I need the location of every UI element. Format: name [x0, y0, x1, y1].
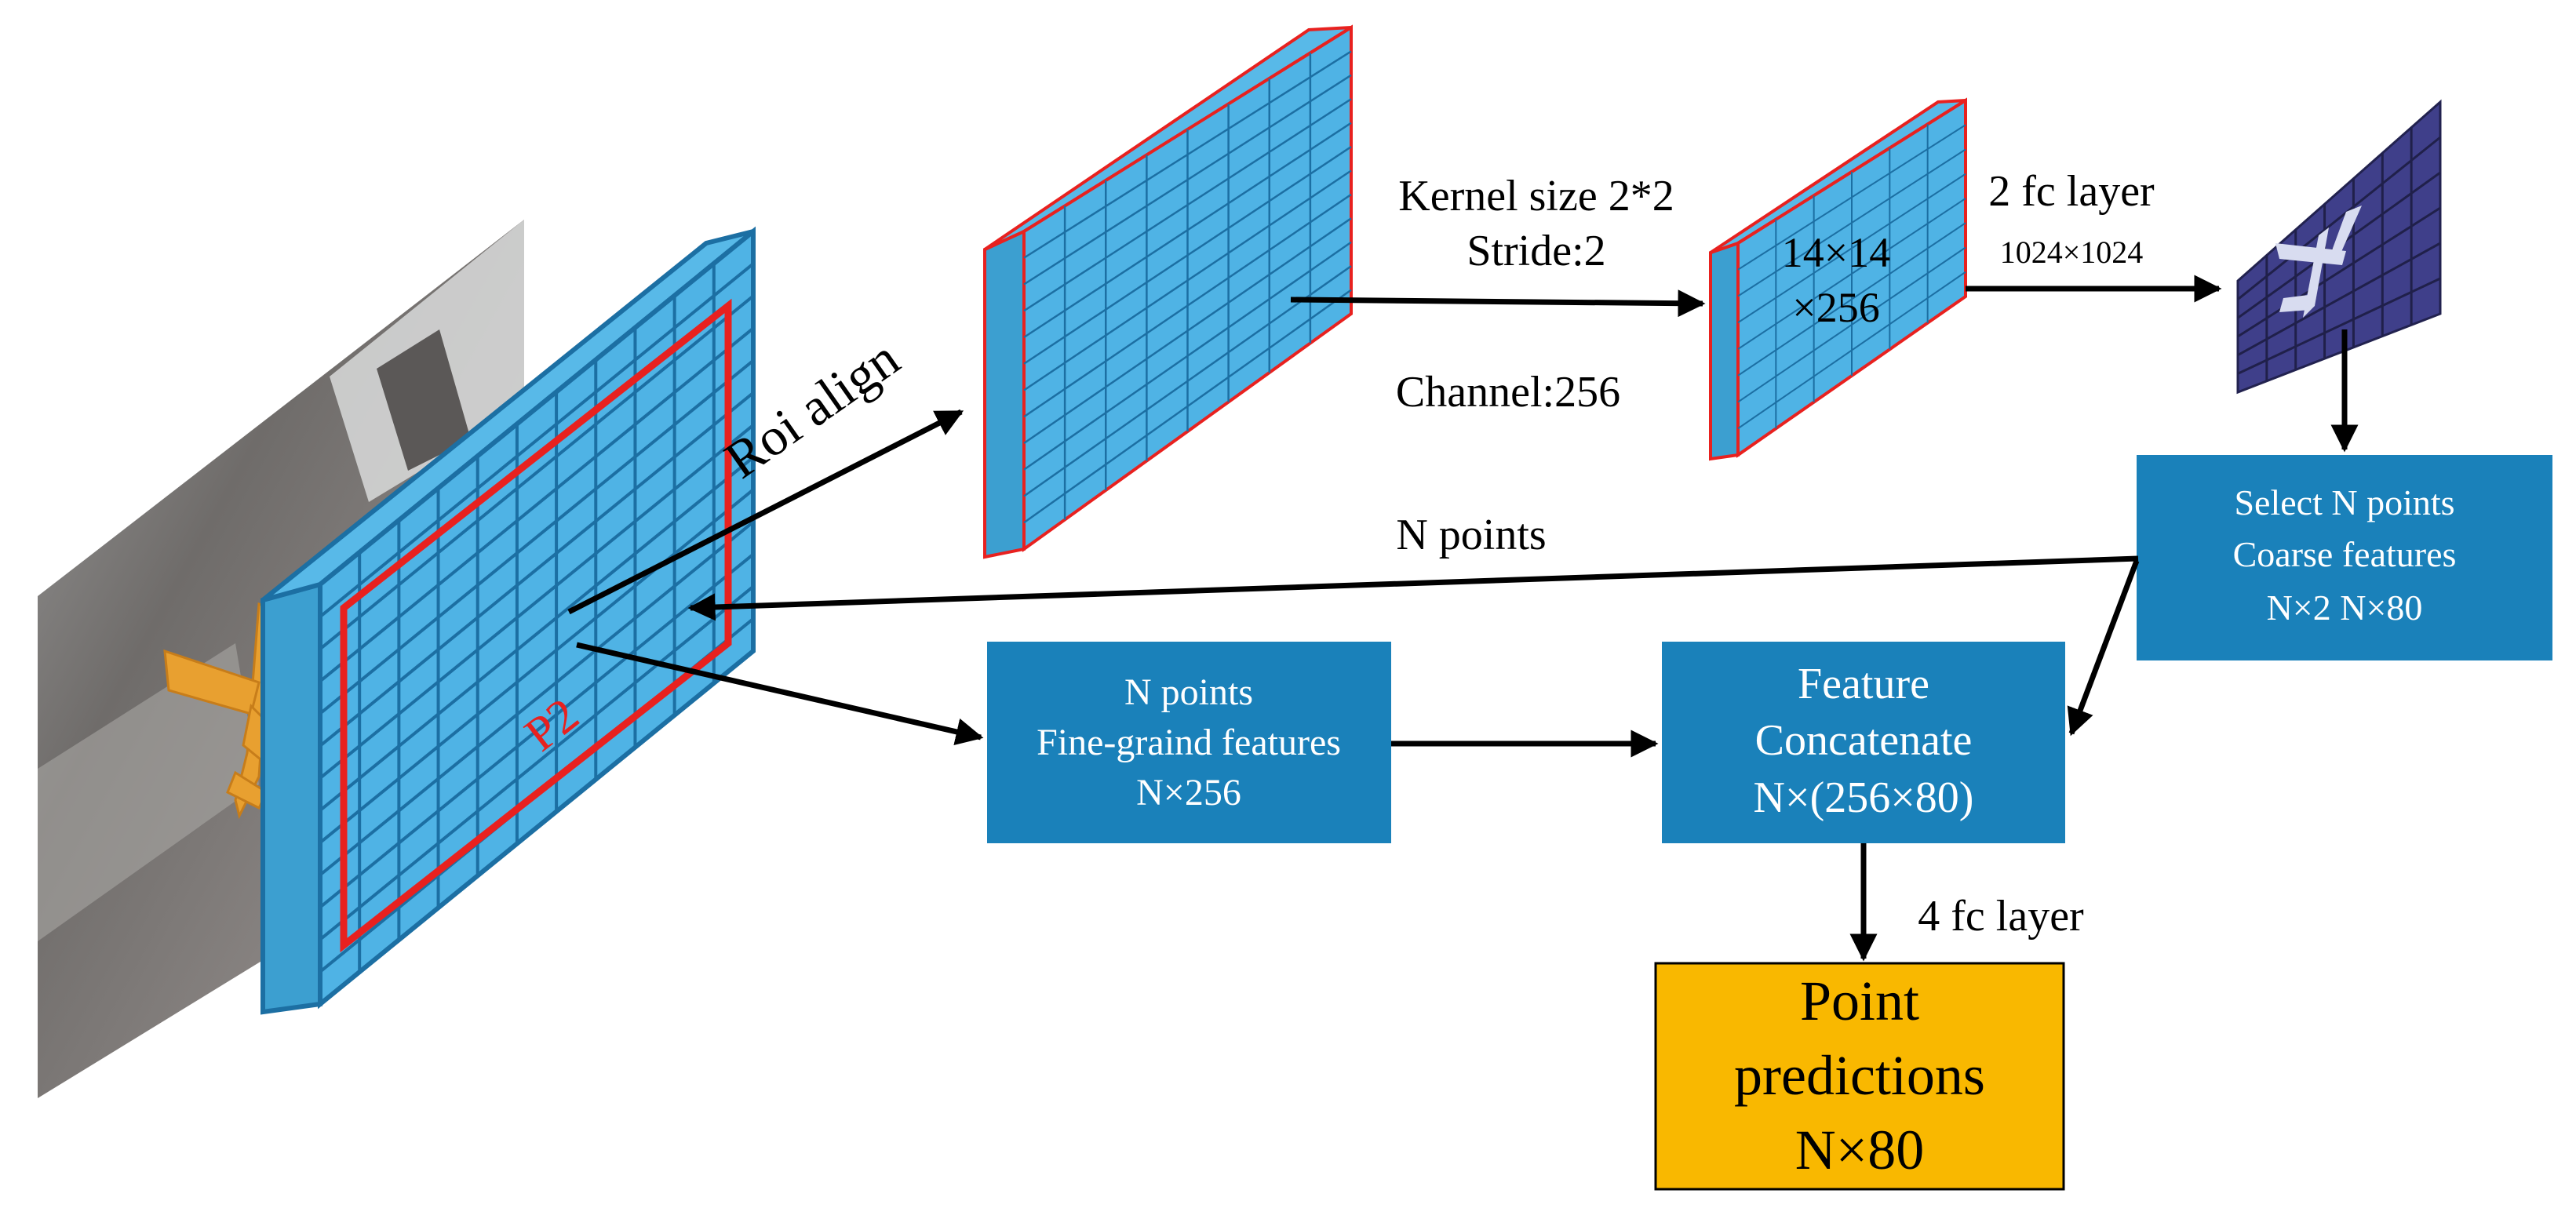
concatenate-line3: N×(256×80) [1754, 773, 1974, 822]
fc2-label: 2 fc layer [1988, 167, 2155, 216]
stride-label: Stride:2 [1467, 227, 1605, 275]
predictions-line1: Point [1800, 970, 1919, 1032]
roi-feature-cube [983, 24, 1353, 559]
mid-gridline [1023, 289, 1352, 524]
mask-gridline [2237, 206, 2441, 338]
p2-gridline [319, 294, 755, 650]
mid-gridline [1023, 74, 1352, 286]
small-cube-dim-1: 14×14 [1782, 229, 1890, 276]
select-points-box: Select N points Coarse features N×2 N×80 [2137, 455, 2552, 660]
small-gridline [1737, 148, 1966, 297]
small-gridline [1737, 124, 1966, 271]
p2-gridline [319, 262, 755, 618]
small-gridline [1737, 222, 1966, 377]
p2-gridline [319, 456, 755, 812]
concatenate-line1: Feature [1798, 660, 1929, 708]
mid-gridline [1023, 193, 1352, 418]
select-points-line3: N×2 N×80 [2267, 588, 2423, 628]
arrow-select-to-concat [2067, 559, 2140, 737]
mid-gridline [1023, 98, 1352, 312]
p2-gridline [319, 359, 755, 715]
feature-map-p2: P2 [261, 226, 756, 1015]
mask-gridline [2237, 277, 2441, 375]
small-gridline [1737, 173, 1966, 324]
small-gridline [1737, 198, 1966, 350]
channel-label: Channel:256 [1396, 368, 1620, 417]
predictions-line2: predictions [1734, 1044, 1985, 1107]
arrows [567, 275, 2359, 962]
fc2-dims-label: 1024×1024 [2000, 235, 2144, 270]
mid-gridline [1023, 241, 1352, 471]
mid-gridline [1023, 217, 1352, 445]
mid-gridline [1023, 122, 1352, 339]
mid-gridline [1023, 169, 1352, 391]
small-cube-dim-2: ×256 [1792, 284, 1879, 331]
mask-gridline [2237, 242, 2441, 356]
airplane-mask-icon [2275, 206, 2362, 318]
fine-features-line3: N×256 [1136, 772, 1241, 813]
select-points-line1: Select N points [2234, 482, 2454, 522]
mask-gridline [2237, 136, 2441, 300]
arrow-roi-align [567, 409, 964, 615]
point-predictions-box: Point predictions N×80 [1654, 962, 2065, 1191]
arrow-fine [576, 642, 984, 746]
predictions-line3: N×80 [1795, 1119, 1925, 1181]
arrow-conv [1290, 289, 1706, 318]
p2-gridline [319, 326, 755, 683]
arrow-n-points [687, 555, 2139, 621]
select-points-line2: Coarse features [2233, 534, 2457, 574]
mid-gridline [1023, 50, 1352, 259]
roi-box [340, 298, 732, 953]
concatenate-line2: Concatenate [1755, 716, 1973, 765]
fine-features-box: N points Fine-graind features N×256 [987, 642, 1391, 843]
p2-gridline [319, 391, 755, 748]
concatenate-box: Feature Concatenate N×(256×80) [1662, 642, 2065, 843]
mid-gridline [1023, 146, 1352, 365]
p2-gridline [319, 488, 755, 844]
mask-output-map [2236, 99, 2442, 395]
p2-gridline [319, 520, 755, 876]
kernel-size-label: Kernel size 2*2 [1398, 172, 1674, 220]
n-points-label: N points [1396, 511, 1546, 559]
small-feature-cube: 14×14 ×256 [1709, 97, 1967, 461]
fine-features-line1: N points [1124, 671, 1253, 713]
p2-gridline [319, 552, 755, 909]
fine-features-line2: Fine-graind features [1037, 722, 1341, 763]
p2-gridline [319, 424, 755, 780]
p2-gridline [319, 585, 755, 941]
mid-gridline [1023, 265, 1352, 497]
fc4-label: 4 fc layer [1918, 892, 2084, 941]
small-gridline [1737, 246, 1966, 403]
small-gridline [1737, 271, 1966, 430]
